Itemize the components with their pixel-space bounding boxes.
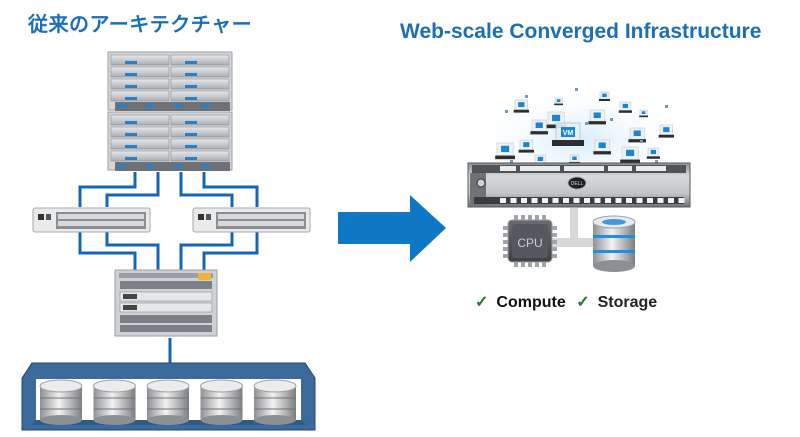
drive-bay	[584, 198, 590, 203]
drive-bay	[521, 198, 527, 203]
drive-bay	[678, 198, 685, 203]
cpu-pin	[503, 226, 509, 230]
vm-particle	[610, 118, 613, 121]
database-icon	[592, 215, 636, 272]
cpu-label: CPU	[517, 236, 542, 250]
core-switch-chassis	[114, 269, 218, 337]
cpu-pin	[503, 240, 509, 244]
cpu-pin	[535, 261, 539, 267]
vm-cube-icon	[593, 139, 611, 155]
vm-badge: VM	[563, 130, 574, 137]
rack-server: DELL	[467, 162, 691, 208]
cpu-pin	[503, 233, 509, 237]
cpu-pin	[528, 261, 532, 267]
cpu-pin	[514, 215, 518, 221]
cpu-pin	[551, 254, 557, 258]
server-connectors	[548, 208, 598, 247]
cpu-pin	[551, 247, 557, 251]
drive-bay	[615, 198, 622, 203]
cpu-pin	[551, 233, 557, 237]
feature-compute: Compute	[496, 294, 566, 311]
vm-cube-icon	[646, 147, 660, 159]
drive-bay	[552, 198, 559, 203]
vm-cube-icon	[518, 139, 534, 153]
vm-cube-icon	[554, 97, 563, 106]
vm-particle	[510, 160, 513, 163]
cpu-pin	[551, 240, 557, 244]
network-switch-right	[192, 207, 311, 233]
right-arrow-icon	[338, 195, 446, 262]
vm-particle	[655, 160, 658, 163]
cpu-pin	[528, 215, 532, 221]
cpu-pin	[542, 215, 546, 221]
vm-particle	[575, 88, 578, 91]
cpu-pin	[542, 261, 546, 267]
drive-bay	[657, 198, 664, 203]
drive-bay	[605, 198, 611, 203]
vm-cube-icon	[530, 119, 548, 135]
cpu-pin	[551, 226, 557, 230]
blade-rows	[110, 54, 230, 102]
feature-storage: Storage	[597, 294, 658, 311]
vm-cube-icon	[599, 91, 610, 101]
database-disk-icon	[200, 379, 243, 425]
cpu-pin	[503, 247, 509, 251]
vm-cube-icon	[588, 109, 606, 125]
cpu-pin	[535, 215, 539, 221]
drive-bay	[647, 198, 653, 203]
database-disk-icon	[39, 379, 83, 425]
drive-bay	[594, 198, 601, 203]
vm-cube-icon	[513, 99, 529, 113]
drive-bay	[510, 198, 517, 203]
feature-list: ✓ Compute ✓ Storage	[475, 292, 657, 312]
traditional-architecture-title: 従来のアーキテクチャー	[28, 12, 253, 36]
vm-particle	[665, 105, 668, 108]
vm-particle	[525, 95, 528, 98]
drive-bay	[563, 198, 569, 203]
vm-cube-icon	[620, 146, 640, 164]
vm-cloud	[495, 88, 674, 166]
cpu-pin	[521, 261, 525, 267]
cpu-chip-icon: CPU	[503, 215, 557, 267]
storage-disks	[39, 379, 297, 425]
web-scale-title: Web-scale Converged Infrastructure	[400, 20, 762, 43]
blade-server-chassis	[107, 51, 233, 171]
vm-particle	[640, 140, 643, 143]
drive-bay	[626, 198, 632, 203]
database-disk-icon	[93, 379, 136, 425]
drive-bay	[500, 198, 506, 203]
cpu-pin	[503, 254, 509, 258]
vm-cube-icon	[495, 142, 515, 160]
network-links	[78, 172, 259, 365]
vm-cube-icon	[658, 124, 674, 138]
vm-particle	[505, 110, 508, 113]
check-icon: ✓	[475, 294, 489, 311]
network-switch-left	[32, 207, 151, 233]
drive-bay	[573, 198, 580, 203]
drive-bay	[542, 198, 548, 203]
drive-bay	[636, 198, 643, 203]
cpu-pin	[521, 215, 525, 221]
drive-bay	[531, 198, 538, 203]
database-disk-icon	[146, 379, 190, 425]
vm-main: VM	[552, 122, 584, 146]
check-icon: ✓	[576, 294, 590, 311]
database-disk-icon	[253, 379, 297, 425]
cpu-pin	[514, 261, 518, 267]
vm-cube-icon	[628, 127, 646, 143]
vm-cube-icon	[639, 109, 648, 118]
vm-cube-icon	[618, 101, 632, 113]
drive-bay	[668, 198, 674, 203]
svg-text:DELL: DELL	[571, 181, 584, 187]
vm-particle	[585, 122, 588, 125]
